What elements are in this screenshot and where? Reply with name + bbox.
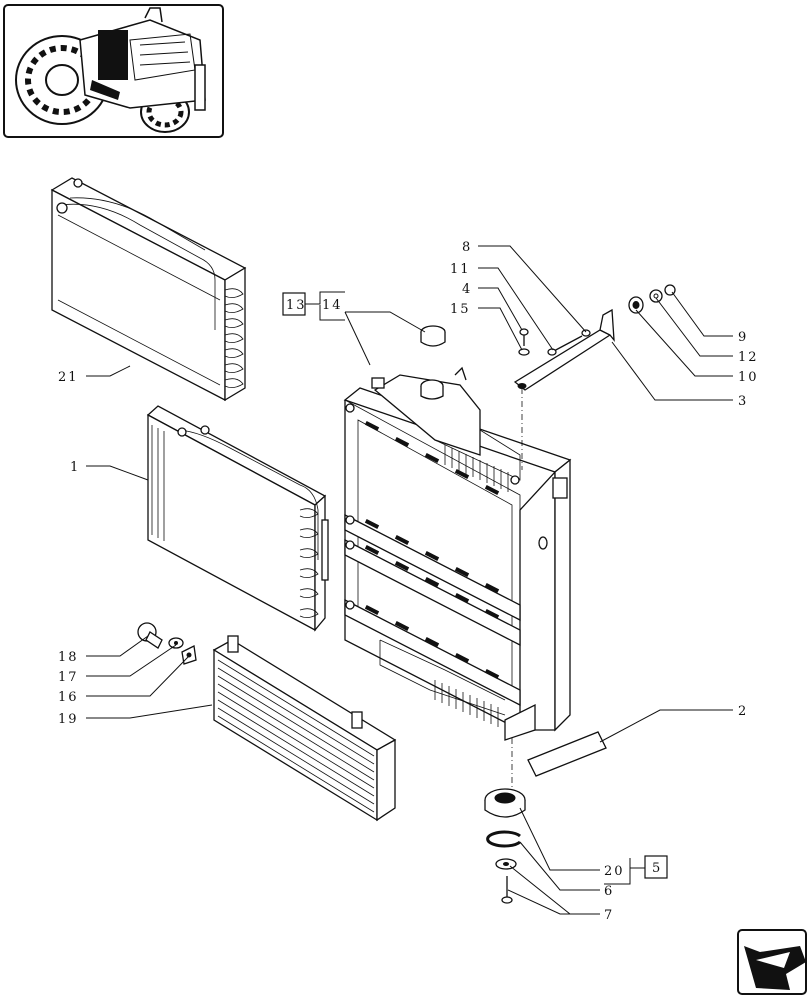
callout-6: 6 <box>604 884 614 899</box>
leader-lines <box>86 245 733 915</box>
callout-21: 21 <box>58 370 79 385</box>
part-7-bolt <box>501 876 513 904</box>
box-ref-14: 14 <box>305 291 345 313</box>
callout-8: 8 <box>462 240 472 255</box>
callout-3: 3 <box>738 394 748 409</box>
part-8-washer <box>581 329 591 337</box>
part-21-condenser <box>50 177 247 402</box>
part-17-washer <box>168 637 184 649</box>
box-ref-13: 13 <box>282 292 307 316</box>
callout-18: 18 <box>58 650 79 665</box>
tractor-thumbnail-icon <box>3 4 224 138</box>
radiator-top-tank <box>371 366 521 492</box>
part-15-washer <box>518 348 530 356</box>
part-2-seal-strip <box>527 731 607 777</box>
part-12-washer <box>649 289 663 303</box>
next-page-arrow-icon[interactable] <box>737 929 807 995</box>
callout-9: 9 <box>738 330 748 345</box>
callout-4: 4 <box>462 282 472 297</box>
part-3-bracket <box>513 308 615 391</box>
part-14-filler-cap <box>420 325 446 347</box>
callout-19: 19 <box>58 712 79 727</box>
callout-2: 2 <box>738 704 748 719</box>
callout-labels: 1 2 3 4 6 7 8 9 10 11 12 15 16 17 18 19 … <box>58 240 759 923</box>
callout-20: 20 <box>604 864 625 879</box>
part-19-oil-cooler <box>212 635 397 822</box>
part-10-bushing <box>628 296 644 314</box>
box-ref-5: 5 <box>604 855 668 885</box>
callout-10: 10 <box>738 370 759 385</box>
callout-15: 15 <box>450 302 471 317</box>
part-4-bolt <box>519 328 529 346</box>
callout-12: 12 <box>738 350 759 365</box>
radiator-assembly <box>343 366 572 741</box>
part-20-rubber-mount <box>484 788 526 818</box>
part-1-condenser <box>146 405 329 632</box>
callout-1: 1 <box>70 460 80 475</box>
part-18-valve <box>137 622 163 649</box>
callout-16: 16 <box>58 690 79 705</box>
callout-17: 17 <box>58 670 79 685</box>
callout-11: 11 <box>450 262 471 277</box>
part-6-washer <box>495 858 517 870</box>
radiator-crossbeams <box>344 421 521 707</box>
svg-text:14: 14 <box>322 298 343 313</box>
part-20-clip <box>486 830 521 848</box>
svg-text:13: 13 <box>286 298 307 313</box>
svg-text:5: 5 <box>652 861 662 876</box>
callout-7: 7 <box>604 908 614 923</box>
